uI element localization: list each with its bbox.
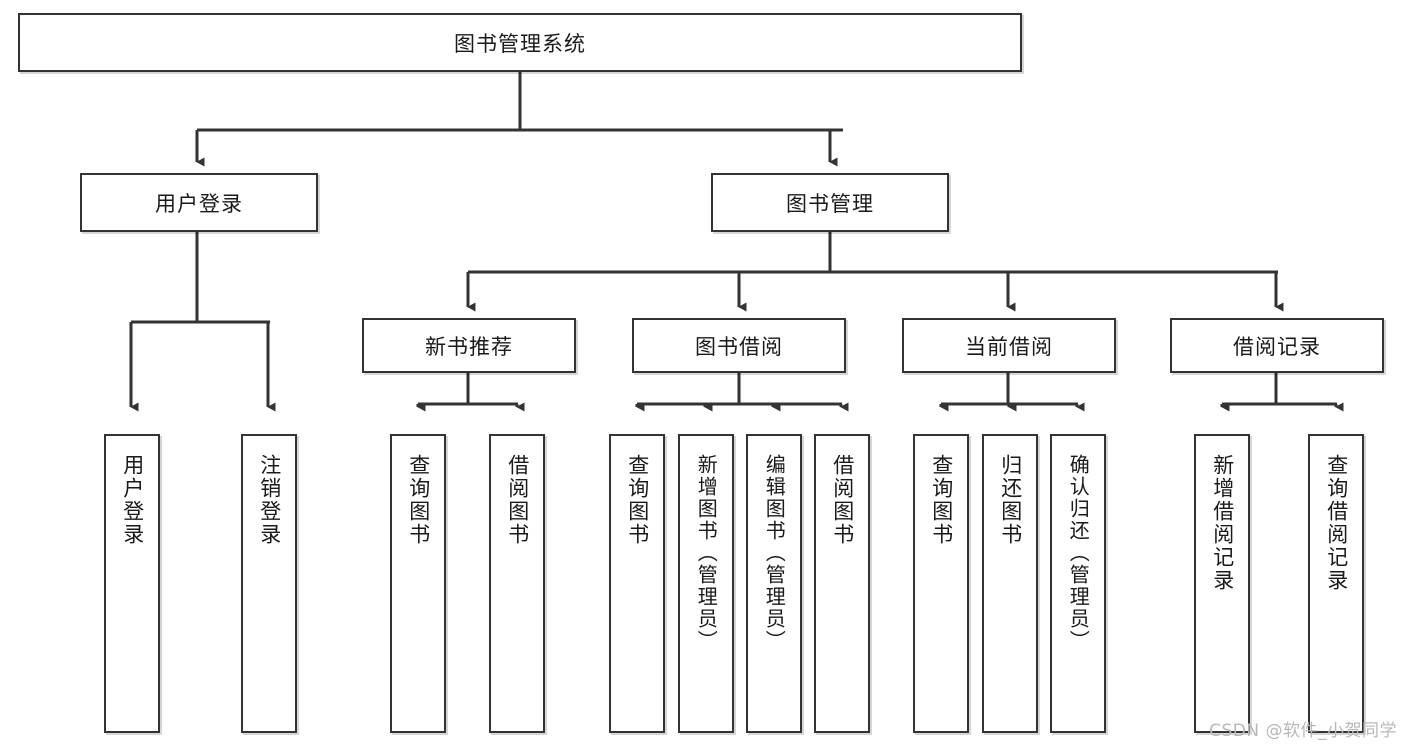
node-current-borrow-label: 当前借阅 [965,334,1053,359]
node-leaf-query-book-3-label: 查询图书 [929,454,954,546]
node-leaf-confirm-return-label: 确认归还（管理员） [1066,454,1091,652]
node-leaf-confirm-return[interactable]: 确认归还（管理员） [1050,434,1106,733]
node-leaf-query-book-1[interactable]: 查询图书 [390,434,446,733]
node-current-borrow[interactable]: 当前借阅 [902,318,1116,373]
node-book-manage[interactable]: 图书管理 [711,173,949,232]
node-leaf-borrow-book-1-label: 借阅图书 [505,454,530,546]
node-leaf-logout[interactable]: 注销登录 [241,434,297,733]
node-root-label: 图书管理系统 [454,31,586,56]
node-leaf-add-book-label: 新增图书（管理员） [694,454,719,652]
node-new-book-recommend-label: 新书推荐 [425,334,513,359]
node-borrow-record[interactable]: 借阅记录 [1170,318,1384,373]
node-leaf-query-book-1-label: 查询图书 [406,454,431,546]
node-leaf-edit-book[interactable]: 编辑图书（管理员） [746,434,802,733]
watermark-text: CSDN @软件_小贺同学 [1209,721,1397,741]
node-leaf-user-login[interactable]: 用户登录 [104,434,160,733]
node-leaf-add-record-label: 新增借阅记录 [1210,454,1235,592]
node-leaf-borrow-book-2[interactable]: 借阅图书 [814,434,870,733]
node-book-borrow-label: 图书借阅 [695,334,783,359]
node-leaf-edit-book-label: 编辑图书（管理员） [762,454,787,652]
node-borrow-record-label: 借阅记录 [1233,334,1321,359]
node-leaf-logout-label: 注销登录 [257,454,282,546]
node-leaf-add-book[interactable]: 新增图书（管理员） [678,434,734,733]
node-leaf-query-book-3[interactable]: 查询图书 [913,434,969,733]
node-book-manage-label: 图书管理 [786,191,874,216]
node-book-borrow[interactable]: 图书借阅 [632,318,846,373]
node-user-login-label: 用户登录 [155,191,243,216]
node-leaf-borrow-book-2-label: 借阅图书 [830,454,855,546]
node-leaf-query-record[interactable]: 查询借阅记录 [1308,434,1364,733]
node-leaf-borrow-book-1[interactable]: 借阅图书 [489,434,545,733]
node-leaf-query-book-2[interactable]: 查询图书 [609,434,665,733]
node-leaf-query-record-label: 查询借阅记录 [1324,454,1349,592]
node-user-login[interactable]: 用户登录 [80,173,318,232]
node-leaf-return-book-label: 归还图书 [998,454,1023,546]
node-leaf-return-book[interactable]: 归还图书 [982,434,1038,733]
node-leaf-user-login-label: 用户登录 [120,454,145,546]
node-new-book-recommend[interactable]: 新书推荐 [362,318,576,373]
node-leaf-query-book-2-label: 查询图书 [625,454,650,546]
node-leaf-add-record[interactable]: 新增借阅记录 [1194,434,1250,733]
node-root[interactable]: 图书管理系统 [18,13,1022,72]
